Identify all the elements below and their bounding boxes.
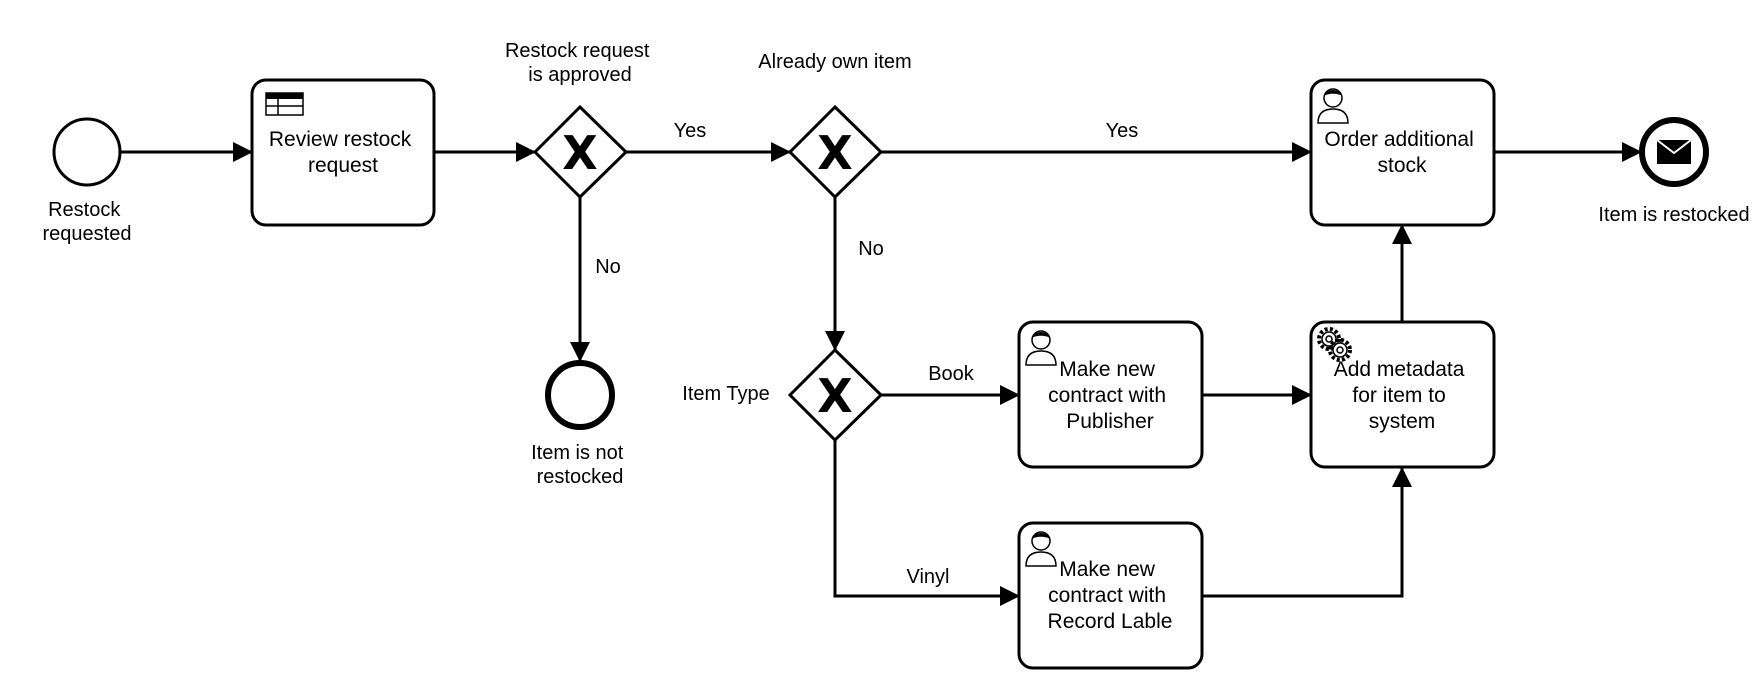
task-order-additional-stock[interactable]: Order additional stock	[1309, 78, 1496, 227]
task-label: Order additional stock	[1324, 128, 1479, 177]
gateway-item-type[interactable]: X	[787, 347, 884, 443]
flow-label-own-no: No	[858, 238, 884, 260]
task-label: Make new contract with Record Lable	[1048, 558, 1173, 633]
start-event-label: Restock requested	[43, 199, 132, 245]
task-contract-record-lable[interactable]: Make new contract with Record Lable	[1017, 521, 1204, 670]
task-box	[1309, 78, 1496, 227]
task-review-restock-request[interactable]: Review restock request	[250, 78, 436, 227]
gateway-diamond	[532, 104, 629, 200]
exclusive-gateway-x-icon: X	[562, 126, 597, 180]
gateway-approved-label: Restock request is approved	[505, 40, 655, 86]
task-box	[1017, 320, 1204, 469]
gear-icon	[1317, 327, 1352, 362]
end-event-item-restocked[interactable]	[1639, 117, 1709, 187]
task-box	[1309, 320, 1496, 469]
flow-label-approved-yes: Yes	[674, 120, 707, 142]
envelope-icon	[1656, 139, 1692, 164]
flow-labels: Yes No Yes No Book Vinyl	[595, 120, 1138, 588]
flow-label-type-book: Book	[928, 363, 975, 385]
task-add-metadata[interactable]: Add metadata for item to system	[1309, 320, 1496, 469]
user-icon	[1317, 88, 1349, 124]
task-label: Add metadata for item to system	[1334, 358, 1471, 433]
exclusive-gateway-x-icon: X	[817, 369, 852, 423]
start-event-restock-requested[interactable]	[52, 117, 122, 187]
flow-type-vinyl[interactable]	[833, 440, 1020, 606]
end-event-restocked-label: Item is restocked	[1598, 204, 1749, 226]
end-event-circle	[545, 360, 615, 430]
task-box	[250, 78, 436, 227]
sequence-flows	[121, 142, 1642, 606]
end-event-not-restocked[interactable]	[545, 360, 615, 430]
gateway-type-label: Item Type	[682, 383, 769, 405]
flow-record-to-metadata[interactable]	[1202, 467, 1412, 598]
flow-label-type-vinyl: Vinyl	[907, 566, 950, 588]
end-event-not-restocked-label: Item is not restocked	[531, 442, 629, 488]
gateway-diamond	[787, 347, 884, 443]
flow-label-approved-no: No	[595, 256, 621, 278]
task-label: Review restock request	[269, 128, 417, 177]
start-event-circle	[52, 117, 122, 187]
task-label: Make new contract with Publisher	[1048, 358, 1172, 433]
user-icon	[1025, 531, 1057, 567]
exclusive-gateway-x-icon: X	[817, 126, 852, 180]
user-icon	[1025, 330, 1057, 366]
task-contract-publisher[interactable]: Make new contract with Publisher	[1017, 320, 1204, 469]
gateway-already-own-item[interactable]: X	[787, 104, 884, 200]
table-icon	[265, 92, 304, 116]
gateway-own-label: Already own item	[758, 51, 911, 73]
task-box	[1017, 521, 1204, 670]
gateway-restock-approved[interactable]: X	[532, 104, 629, 200]
flow-label-own-yes: Yes	[1106, 120, 1139, 142]
gateway-diamond	[787, 104, 884, 200]
